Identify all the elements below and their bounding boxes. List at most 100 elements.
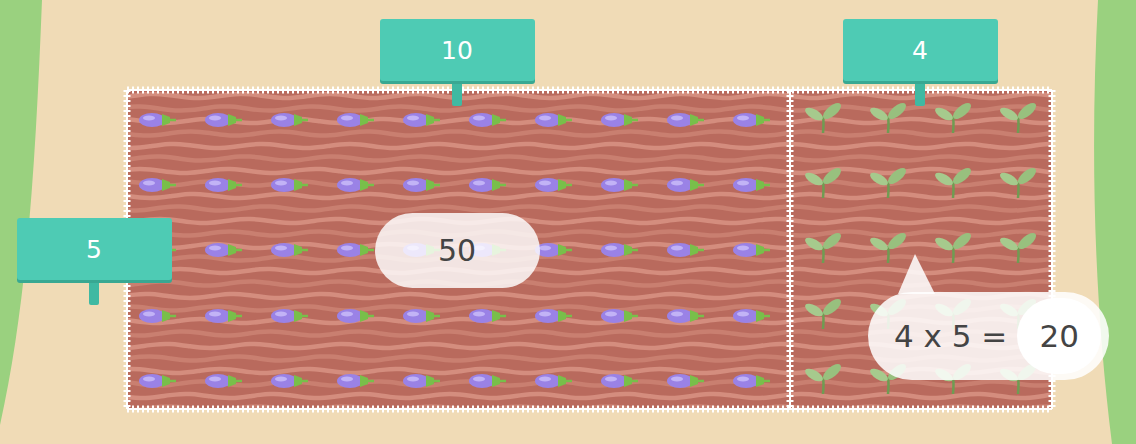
eggplant (205, 374, 242, 388)
eggplant (469, 374, 506, 388)
equation-callout: 4 x 5 = 20 (868, 292, 1109, 380)
sprout (933, 165, 974, 198)
sprout (998, 100, 1039, 133)
node-text: 5 (86, 235, 102, 264)
sign-posts (89, 80, 925, 305)
sign-post (915, 80, 925, 106)
eggplant (667, 243, 704, 257)
sprout (803, 361, 844, 394)
node-text: 50 (438, 233, 476, 268)
sign-post (452, 80, 462, 106)
eggplant (733, 243, 770, 257)
eggplant (535, 178, 572, 192)
eggplant (667, 113, 704, 127)
node-text: 20 (1040, 318, 1079, 354)
sprout (998, 230, 1039, 263)
eggplant (205, 178, 242, 192)
soil-furrow (127, 131, 1052, 135)
callout-pointer (898, 254, 935, 294)
fence-pickets (127, 87, 1052, 94)
eggplant (337, 178, 374, 192)
fence-rail (127, 408, 1052, 410)
soil-furrow (127, 244, 1052, 248)
eggplant (271, 113, 308, 127)
sprout (803, 100, 844, 133)
eggplant (733, 178, 770, 192)
eggplant (667, 374, 704, 388)
soil-furrow (127, 169, 1052, 173)
eggplant (337, 374, 374, 388)
eggplant (403, 178, 440, 192)
eggplant (205, 113, 242, 127)
answer-circle: 20 (1017, 298, 1101, 374)
soil-furrow (127, 181, 1052, 185)
eggplant (271, 374, 308, 388)
soil-furrow (127, 94, 1052, 98)
node-text: 4 x 5 = (894, 318, 1007, 354)
number-sign: 4 (843, 19, 998, 81)
soil-furrow (127, 156, 1052, 160)
eggplant (733, 309, 770, 323)
fence-rail (789, 90, 791, 409)
sprout (803, 296, 844, 329)
eggplant (139, 178, 176, 192)
plants (139, 100, 1039, 394)
soil-furrow (127, 144, 1052, 148)
eggplant (667, 178, 704, 192)
eggplant (601, 113, 638, 127)
eggplant (403, 113, 440, 127)
soil-furrow (127, 406, 1052, 410)
eggplant (601, 178, 638, 192)
fence-pickets (787, 90, 794, 409)
eggplant (469, 113, 506, 127)
node-text: 10 (441, 36, 473, 65)
eggplant (535, 113, 572, 127)
soil-furrow (127, 119, 1052, 123)
number-sign: 5 (17, 218, 172, 280)
sign-post (89, 279, 99, 305)
eggplant (337, 309, 374, 323)
eggplant (337, 243, 374, 257)
eggplant (667, 309, 704, 323)
area-label: 50 (375, 213, 540, 288)
eggplant (139, 113, 176, 127)
sprout (868, 165, 909, 198)
sprout (933, 230, 974, 263)
eggplant (601, 243, 638, 257)
eggplant (403, 374, 440, 388)
sprout (998, 165, 1039, 198)
eggplant (535, 243, 572, 257)
soil-furrow (127, 219, 1052, 223)
eggplant (403, 309, 440, 323)
soil-furrow (127, 194, 1052, 198)
fence-rail (127, 89, 1052, 91)
soil-furrow (127, 106, 1052, 110)
number-sign: 10 (380, 19, 535, 81)
eggplant (469, 309, 506, 323)
eggplant (139, 374, 176, 388)
eggplant (733, 374, 770, 388)
eggplant (205, 309, 242, 323)
soil-furrow (127, 394, 1052, 398)
sprout (803, 230, 844, 263)
eggplant (535, 374, 572, 388)
node-text: 4 (912, 36, 928, 65)
dirt-path (0, 0, 1112, 444)
soil-furrow (127, 206, 1052, 210)
eggplant (271, 243, 308, 257)
eggplant (205, 243, 242, 257)
fence-pickets (127, 406, 1052, 413)
sprout (868, 230, 909, 263)
sprout (803, 165, 844, 198)
eggplant (535, 309, 572, 323)
soil-furrow (127, 381, 1052, 385)
eggplant (469, 178, 506, 192)
eggplant (733, 113, 770, 127)
eggplant (601, 309, 638, 323)
sprout (868, 100, 909, 133)
sprout (933, 100, 974, 133)
eggplant (601, 374, 638, 388)
eggplant (337, 113, 374, 127)
eggplant (271, 178, 308, 192)
